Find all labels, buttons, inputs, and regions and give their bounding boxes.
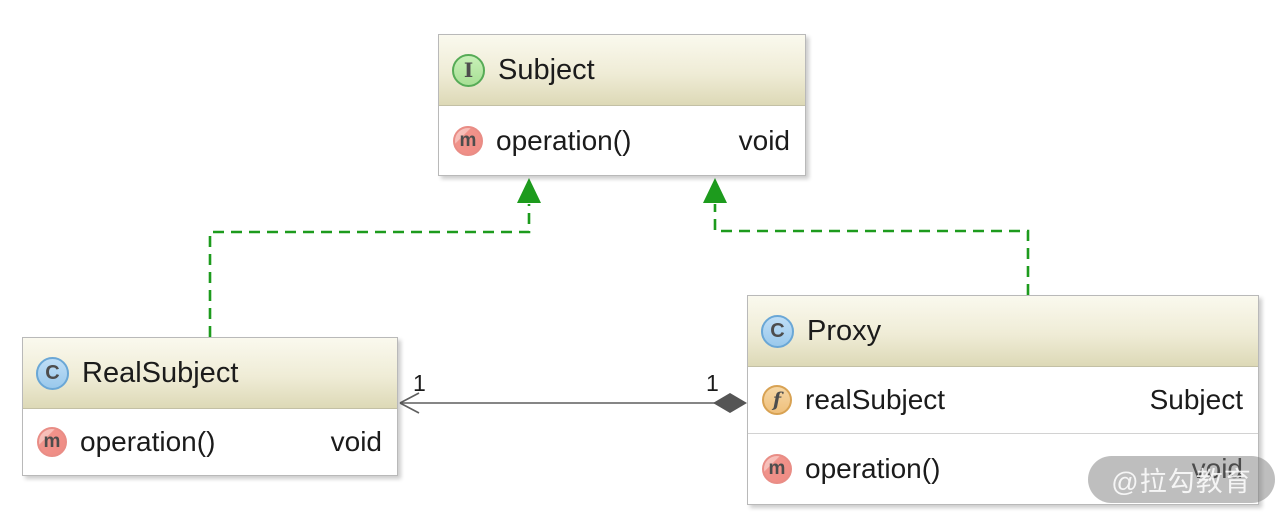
member-name: realSubject [805, 384, 946, 415]
watermark-badge: @拉勾教育 [1088, 456, 1275, 503]
realization-edge-realsubject[interactable] [208, 178, 541, 337]
member-return-type: void [738, 124, 790, 156]
member-field-type: Subject [1149, 384, 1243, 415]
open-arrowhead [399, 392, 420, 414]
member-name: operation() [80, 426, 216, 457]
class-name: RealSubject [82, 356, 239, 389]
method-icon: m [453, 125, 483, 156]
realization-edge-proxy[interactable] [703, 178, 1030, 295]
realization-arrowhead [517, 178, 541, 203]
class-box-realsubject[interactable]: C RealSubject m operation() void [22, 337, 398, 476]
class-header-subject[interactable]: I Subject [439, 35, 805, 106]
class-name: Subject [498, 53, 595, 86]
realization-arrowhead [703, 178, 727, 203]
member-name: operation() [805, 453, 941, 484]
multiplicity-label-proxy-end: 1 [706, 370, 719, 396]
aggregation-diamond [713, 393, 747, 413]
member-name: operation() [496, 124, 632, 156]
association-edge[interactable] [399, 392, 747, 414]
class-icon: C [761, 314, 794, 348]
member-row-operation[interactable]: m operation() void [439, 106, 805, 175]
class-name: Proxy [807, 314, 882, 347]
member-return-type: void [330, 426, 382, 457]
multiplicity-label-realsubject-end: 1 [413, 370, 426, 396]
watermark-text: @拉勾教育 [1111, 467, 1252, 497]
method-icon: m [37, 427, 67, 457]
class-box-subject[interactable]: I Subject m operation() void [438, 34, 806, 176]
member-row-realsubject-field[interactable]: f realSubject Subject [748, 367, 1258, 433]
interface-icon: I [452, 53, 485, 87]
class-header-proxy[interactable]: C Proxy [748, 296, 1258, 367]
field-icon: f [762, 385, 792, 415]
class-icon: C [36, 356, 69, 390]
member-row-operation[interactable]: m operation() void [23, 409, 397, 475]
class-header-realsubject[interactable]: C RealSubject [23, 338, 397, 409]
method-icon: m [762, 454, 792, 484]
